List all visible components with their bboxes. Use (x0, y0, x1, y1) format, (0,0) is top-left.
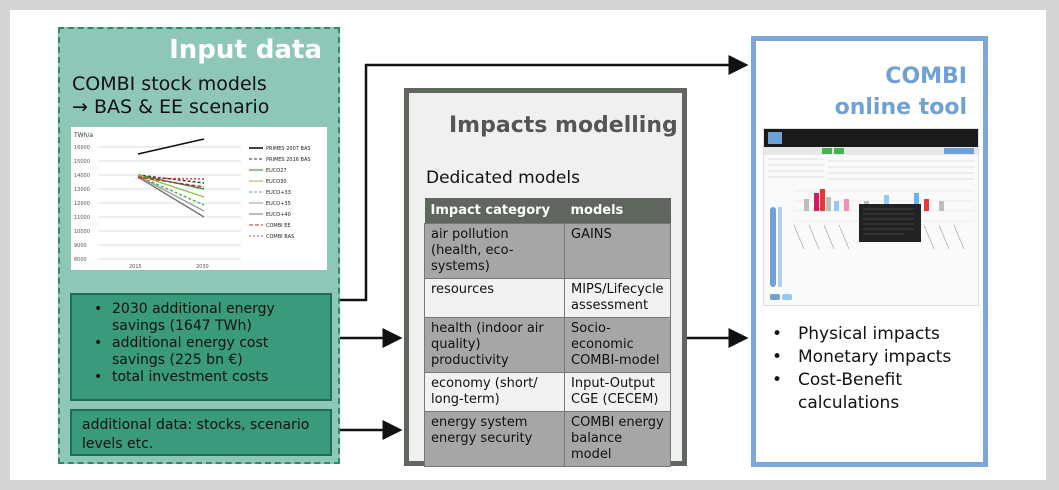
y-tick: 15000 (74, 159, 90, 165)
series-line (137, 175, 205, 206)
impact-category-cell: energy system energy security (424, 411, 565, 467)
impacts-title: Impacts modelling (449, 113, 678, 138)
savings-item: total investment costs (94, 369, 322, 386)
legend-entry: EUCO30 (266, 179, 287, 185)
legend-entry: EUCO+35 (266, 201, 291, 207)
chart-y-unit: TWh/a (73, 132, 93, 139)
tool-title-line-1: COMBI (885, 64, 967, 89)
legend-entry: COMBI EE (266, 223, 291, 229)
arrow-savings-to-tool (340, 55, 749, 302)
savings-item: additional energy cost savings (225 bn €… (94, 335, 322, 369)
y-tick: 9000 (74, 243, 87, 249)
tool-outputs-list: Physical impacts Monetary impacts Cost-B… (768, 323, 983, 415)
impact-category-cell: resources (424, 278, 565, 318)
legend-entry: EUCO+40 (266, 212, 291, 218)
y-tick: 12000 (74, 201, 90, 207)
legend-entry: COMBI BAS (266, 234, 294, 240)
model-cell: GAINS (564, 223, 671, 279)
model-cell: Input-Output CGE (CECEM) (564, 372, 671, 412)
impact-category-cell: health (indoor air quality) productivity (424, 317, 565, 373)
savings-item: 2030 additional energy savings (1647 TWh… (94, 301, 322, 335)
savings-box: 2030 additional energy savings (1647 TWh… (70, 293, 332, 401)
series-line (137, 176, 205, 188)
series-line (137, 176, 205, 218)
x-tick: 2030 (196, 264, 209, 270)
input-data-subtitle: COMBI stock models → BAS & EE scenario (72, 73, 269, 119)
series-line (137, 138, 205, 155)
tool-title: COMBI online tool (835, 61, 967, 123)
header-models: models (564, 198, 671, 224)
input-data-panel: Input data COMBI stock models → BAS & EE… (58, 27, 340, 464)
tool-title-line-2: online tool (834, 95, 967, 120)
impact-category-cell: air pollution (health, eco-systems) (424, 223, 565, 279)
tool-screenshot (763, 128, 979, 306)
y-tick: 11000 (74, 215, 90, 221)
y-tick: 14000 (74, 173, 90, 179)
tool-screenshot-svg (764, 129, 978, 300)
combi-online-tool-panel: COMBI online tool (751, 36, 988, 467)
x-tick: 2015 (129, 264, 142, 270)
y-tick: 10000 (74, 229, 90, 235)
tool-output-item: Cost-Benefit calculations (768, 369, 983, 415)
table-row: resources MIPS/Lifecycle assessment (424, 278, 671, 318)
y-tick: 8000 (74, 257, 87, 263)
legend-entry: EUCO27 (266, 168, 287, 174)
tool-output-item: Monetary impacts (768, 346, 983, 369)
series-line (137, 174, 205, 198)
impact-table: Impact category models air pollution (he… (424, 198, 671, 467)
additional-data-box: additional data: stocks, scenario levels… (70, 409, 332, 456)
input-data-title: Input data (169, 35, 322, 65)
table-header-row: Impact category models (424, 198, 671, 224)
table-row: health (indoor air quality) productivity… (424, 317, 671, 373)
stock-model-chart-svg: TWh/a 16000 15000 14000 13000 12000 1100… (73, 132, 311, 270)
series-line (137, 177, 205, 180)
dedicated-models-label: Dedicated models (426, 168, 580, 188)
subtitle-line-1: COMBI stock models (72, 73, 267, 95)
legend-entry: PRIMES 2016 BAS (266, 157, 311, 163)
legend-entry: EUCO+33 (266, 190, 291, 196)
series-line (137, 175, 205, 212)
tool-output-item: Physical impacts (768, 323, 983, 346)
model-cell: Socio-economic COMBI-model (564, 317, 671, 373)
header-impact-category: Impact category (424, 198, 565, 224)
y-tick: 16000 (74, 145, 90, 151)
y-tick: 13000 (74, 187, 90, 193)
impact-category-cell: economy (short/ long-term) (424, 372, 565, 412)
table-row: air pollution (health, eco-systems) GAIN… (424, 223, 671, 279)
model-cell: MIPS/Lifecycle assessment (564, 278, 671, 318)
series-line (137, 174, 205, 184)
impacts-modelling-panel: Impacts modelling Dedicated models Impac… (404, 88, 687, 467)
stock-model-chart: TWh/a 16000 15000 14000 13000 12000 1100… (71, 127, 327, 270)
table-row: economy (short/ long-term) Input-Output … (424, 372, 671, 412)
model-cell: COMBI energy balance model (564, 411, 671, 467)
table-row: energy system energy security COMBI ener… (424, 411, 671, 467)
subtitle-line-2: → BAS & EE scenario (72, 96, 270, 118)
legend-entry: PRIMES 2007 BAS (266, 146, 311, 152)
